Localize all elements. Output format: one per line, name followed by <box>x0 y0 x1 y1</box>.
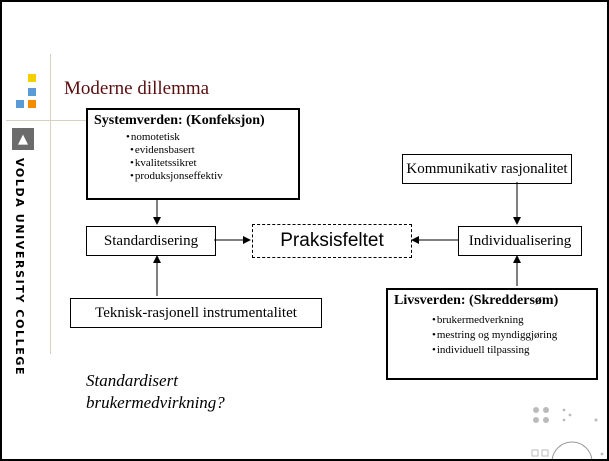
livsverden-heading: Livsverden: (Skreddersøm) <box>394 293 559 308</box>
list-item: individuell tilpassing <box>432 343 590 358</box>
list-item: brukermedverkning <box>432 313 590 328</box>
slide-title: Moderne dillemma <box>64 78 210 99</box>
note-line-2: brukermedvirkning? <box>86 393 225 412</box>
individualisering-box: Individualisering <box>458 226 582 256</box>
list-item: evidensbasert <box>130 144 292 157</box>
praksisfeltet-label: Praksisfeltet <box>280 230 384 251</box>
praksisfeltet-box: Praksisfeltet <box>252 224 412 258</box>
logo-square-yellow <box>28 74 36 82</box>
kommunikativ-box: Kommunikativ rasjonalitet <box>402 154 572 184</box>
list-item: kvalitetssikret <box>130 157 292 170</box>
logo-square-blue-left <box>16 100 24 108</box>
systemverden-heading: Systemverden: (Konfeksjon) <box>94 113 265 128</box>
kommunikativ-label: Kommunikativ rasjonalitet <box>406 160 568 177</box>
list-item: nomotetisk <box>126 131 292 144</box>
logo-square-blue-top <box>28 88 36 96</box>
teknisk-label: Teknisk-rasjonell instrumentalitet <box>95 304 297 321</box>
decorative-vertical-line <box>50 54 51 354</box>
standardisering-label: Standardisering <box>103 232 199 249</box>
institution-name: VOLDA UNIVERSITY COLLEGE <box>13 158 26 377</box>
list-item: mestring og myndiggjøring <box>432 328 590 343</box>
mountain-logo-icon: ▲ <box>12 128 34 150</box>
standardisering-box: Standardisering <box>86 226 216 256</box>
decorative-dots <box>531 407 604 459</box>
individualisering-label: Individualisering <box>468 232 572 249</box>
teknisk-box: Teknisk-rasjonell instrumentalitet <box>70 298 322 328</box>
livsverden-bullets: brukermedverkning mestring og myndiggjør… <box>432 313 590 358</box>
note-line-1: Standardisert <box>86 371 178 390</box>
systemverden-bullets: nomotetisk evidensbasert kvalitetssikret… <box>126 131 292 183</box>
list-item: produksjonseffektiv <box>130 170 292 183</box>
livsverden-box: Livsverden: (Skreddersøm) brukermedverkn… <box>386 288 598 380</box>
systemverden-box: Systemverden: (Konfeksjon) nomotetisk ev… <box>86 108 300 200</box>
question-note: Standardisert brukermedvirkning? <box>86 370 225 414</box>
logo-square-orange <box>28 100 36 108</box>
